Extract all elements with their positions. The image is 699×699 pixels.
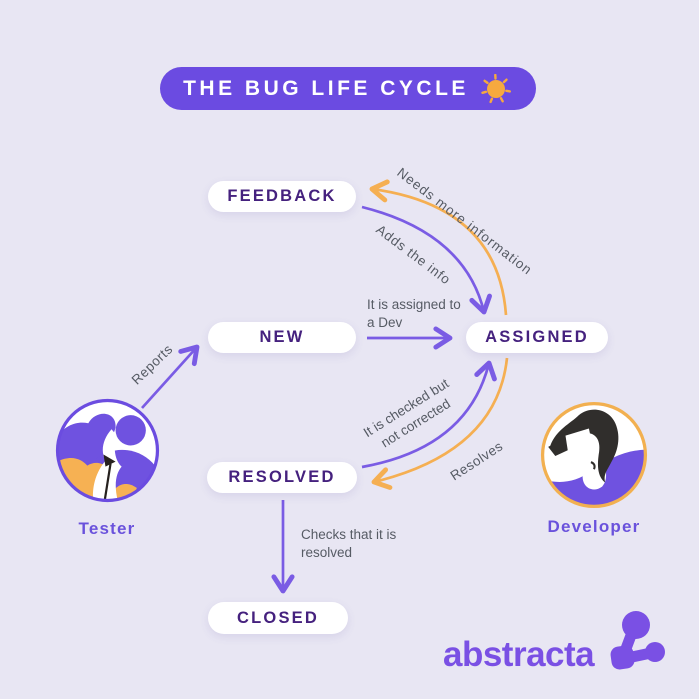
abstracta-wordmark: abstracta	[443, 635, 595, 674]
arrow-feedback-to-assigned	[361, 205, 492, 315]
tester-label: Tester	[78, 519, 136, 538]
sun-icon	[481, 73, 511, 103]
state-new: NEW	[208, 322, 356, 353]
title-banner: THE BUG LIFE CYCLE	[160, 67, 536, 110]
state-assigned: ASSIGNED	[466, 322, 608, 353]
state-resolved: RESOLVED	[207, 462, 357, 493]
tester-avatar	[55, 398, 160, 503]
edge-label-checks-resolved: Checks that it is resolved	[301, 527, 397, 560]
arrow-tester-reports-new	[140, 344, 200, 409]
developer-avatar	[540, 401, 648, 509]
state-closed-label: CLOSED	[237, 608, 319, 627]
edge-label-assigned-to-dev: It is assigned to a Dev	[367, 297, 461, 330]
state-assigned-label: ASSIGNED	[485, 328, 589, 346]
arrow-assigned-to-resolved	[371, 357, 509, 490]
state-feedback: FEEDBACK	[208, 181, 356, 212]
page-title: THE BUG LIFE CYCLE	[183, 76, 469, 100]
abstracta-logo-icon	[610, 611, 665, 670]
state-new-label: NEW	[259, 328, 305, 346]
state-resolved-label: RESOLVED	[228, 468, 336, 486]
state-closed: CLOSED	[208, 602, 348, 634]
arrow-resolved-to-assigned	[361, 360, 497, 469]
arrow-assigned-to-feedback	[369, 179, 508, 316]
developer-label: Developer	[547, 517, 641, 536]
state-feedback-label: FEEDBACK	[227, 187, 337, 205]
